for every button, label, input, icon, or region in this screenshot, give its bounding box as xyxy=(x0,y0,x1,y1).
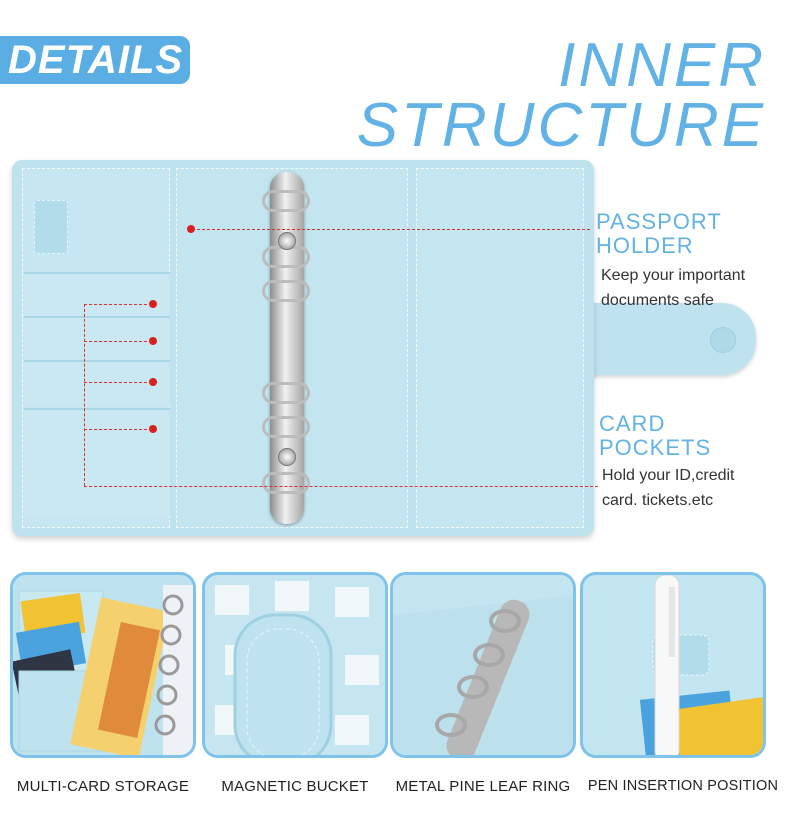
caption-pen: PEN INSERTION POSITION xyxy=(587,778,779,794)
multi-card-illustration xyxy=(13,575,193,755)
clasp-snap xyxy=(710,327,736,353)
card-pocket-1 xyxy=(24,272,170,318)
title-line-2: STRUCTURE xyxy=(356,91,766,160)
pen-holder-photo xyxy=(580,572,766,758)
callout-dot xyxy=(149,300,157,308)
callout-bracket xyxy=(84,304,85,486)
callout-dot xyxy=(149,337,157,345)
magnetic-clasp-photo xyxy=(202,572,388,758)
caption-multi-card: MULTI-CARD STORAGE xyxy=(16,778,190,795)
callout-dot xyxy=(149,425,157,433)
passport-description: Keep your important documents safe xyxy=(601,267,746,309)
binder-open xyxy=(12,160,594,536)
card-pocket-3 xyxy=(24,360,170,406)
title-line-1: INNER xyxy=(558,31,766,100)
passport-holder-panel xyxy=(416,168,584,528)
page-title: INNER STRUCTURE xyxy=(356,31,766,160)
callout-line-card xyxy=(84,382,152,383)
pen-holder-illustration xyxy=(583,575,763,755)
caption-ring: METAL PINE LEAF RING xyxy=(395,778,571,795)
metal-ring-photo xyxy=(390,572,576,758)
multi-card-photo xyxy=(10,572,196,758)
callout-dot xyxy=(187,225,195,233)
callout-line-card xyxy=(84,304,152,305)
callout-line-card xyxy=(84,341,152,342)
details-badge: DETAILS xyxy=(0,36,190,84)
metal-ring-illustration xyxy=(393,575,573,755)
binder-ring xyxy=(262,190,310,212)
binder-illustration xyxy=(8,160,760,540)
ring-rivet xyxy=(278,232,296,250)
binder-ring xyxy=(262,472,310,494)
card-pockets-description: Hold your ID,credit card. tickets.etc xyxy=(602,467,735,509)
magnetic-clasp-illustration xyxy=(205,575,385,755)
passport-heading: PASSPORT HOLDER xyxy=(596,209,722,258)
binder-ring xyxy=(262,280,310,302)
card-pocket-2 xyxy=(24,316,170,362)
card-pocket-4 xyxy=(24,408,170,516)
ring-rivet xyxy=(278,448,296,466)
binder-ring xyxy=(262,382,310,404)
binder-ring xyxy=(262,416,310,438)
card-pockets-heading: CARD POCKETS xyxy=(599,411,712,460)
caption-magnetic: MAGNETIC BUCKET xyxy=(221,778,369,795)
callout-line-passport xyxy=(192,229,590,230)
callout-line-card xyxy=(84,429,152,430)
callout-dot xyxy=(149,378,157,386)
callout-line-pockets xyxy=(84,486,598,487)
pen-strap xyxy=(34,200,68,254)
